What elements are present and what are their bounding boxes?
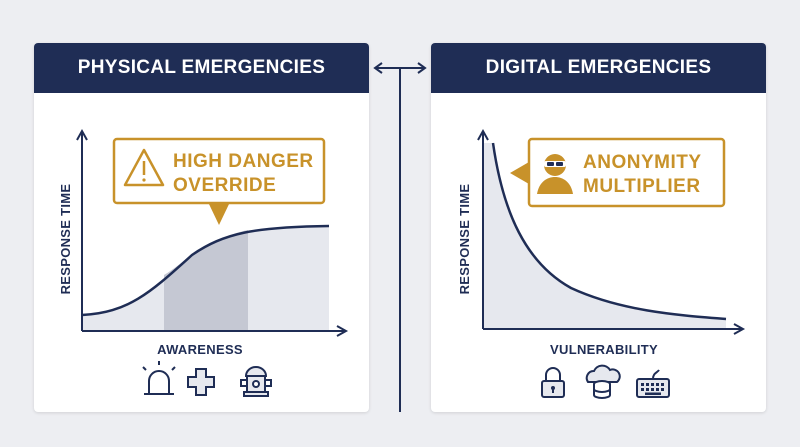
medical-cross-icon bbox=[187, 368, 215, 396]
digital-chart: RESPONSE TIME VULNERABILITY ANONYMITY MU… bbox=[457, 128, 746, 399]
masked-hacker-icon bbox=[537, 154, 573, 194]
callout-line-1: HIGH DANGER bbox=[173, 151, 314, 172]
panel-title: PHYSICAL EMERGENCIES bbox=[34, 43, 369, 93]
siren-icon bbox=[142, 361, 176, 395]
response-curve bbox=[491, 142, 727, 321]
panel-title: DIGITAL EMERGENCIES bbox=[431, 43, 766, 93]
digital-emergencies-panel: DIGITAL EMERGENCIES RESPONSE TIME VULNER… bbox=[431, 43, 766, 412]
cloud-database-icon bbox=[585, 364, 621, 399]
highlighted-band bbox=[164, 230, 248, 331]
axes bbox=[76, 128, 349, 337]
response-curve bbox=[81, 224, 330, 317]
callout-line-2: OVERRIDE bbox=[173, 175, 276, 196]
warning-triangle-icon bbox=[123, 148, 165, 187]
callout-line-1: ANONYMITY bbox=[583, 152, 702, 173]
fire-hydrant-icon bbox=[240, 366, 272, 397]
keyboard-icon bbox=[636, 369, 670, 398]
axes bbox=[477, 128, 746, 335]
callout-line-2: MULTIPLIER bbox=[583, 176, 701, 197]
padlock-icon bbox=[541, 367, 565, 398]
double-arrow-icon bbox=[373, 62, 427, 74]
x-axis-label: VULNERABILITY bbox=[550, 342, 658, 357]
x-axis-label: AWARENESS bbox=[157, 342, 243, 357]
y-axis-label: RESPONSE TIME bbox=[457, 184, 472, 295]
high-danger-callout: HIGH DANGER OVERRIDE bbox=[112, 137, 326, 225]
y-axis-label: RESPONSE TIME bbox=[58, 184, 73, 295]
physical-chart: RESPONSE TIME AWARENESS HIGH DANGER OVER… bbox=[58, 128, 349, 397]
area-fill bbox=[483, 143, 726, 329]
anonymity-callout: ANONYMITY MULTIPLIER bbox=[510, 137, 726, 208]
physical-emergencies-panel: PHYSICAL EMERGENCIES RESPONSE TIME AWARE… bbox=[34, 43, 369, 412]
